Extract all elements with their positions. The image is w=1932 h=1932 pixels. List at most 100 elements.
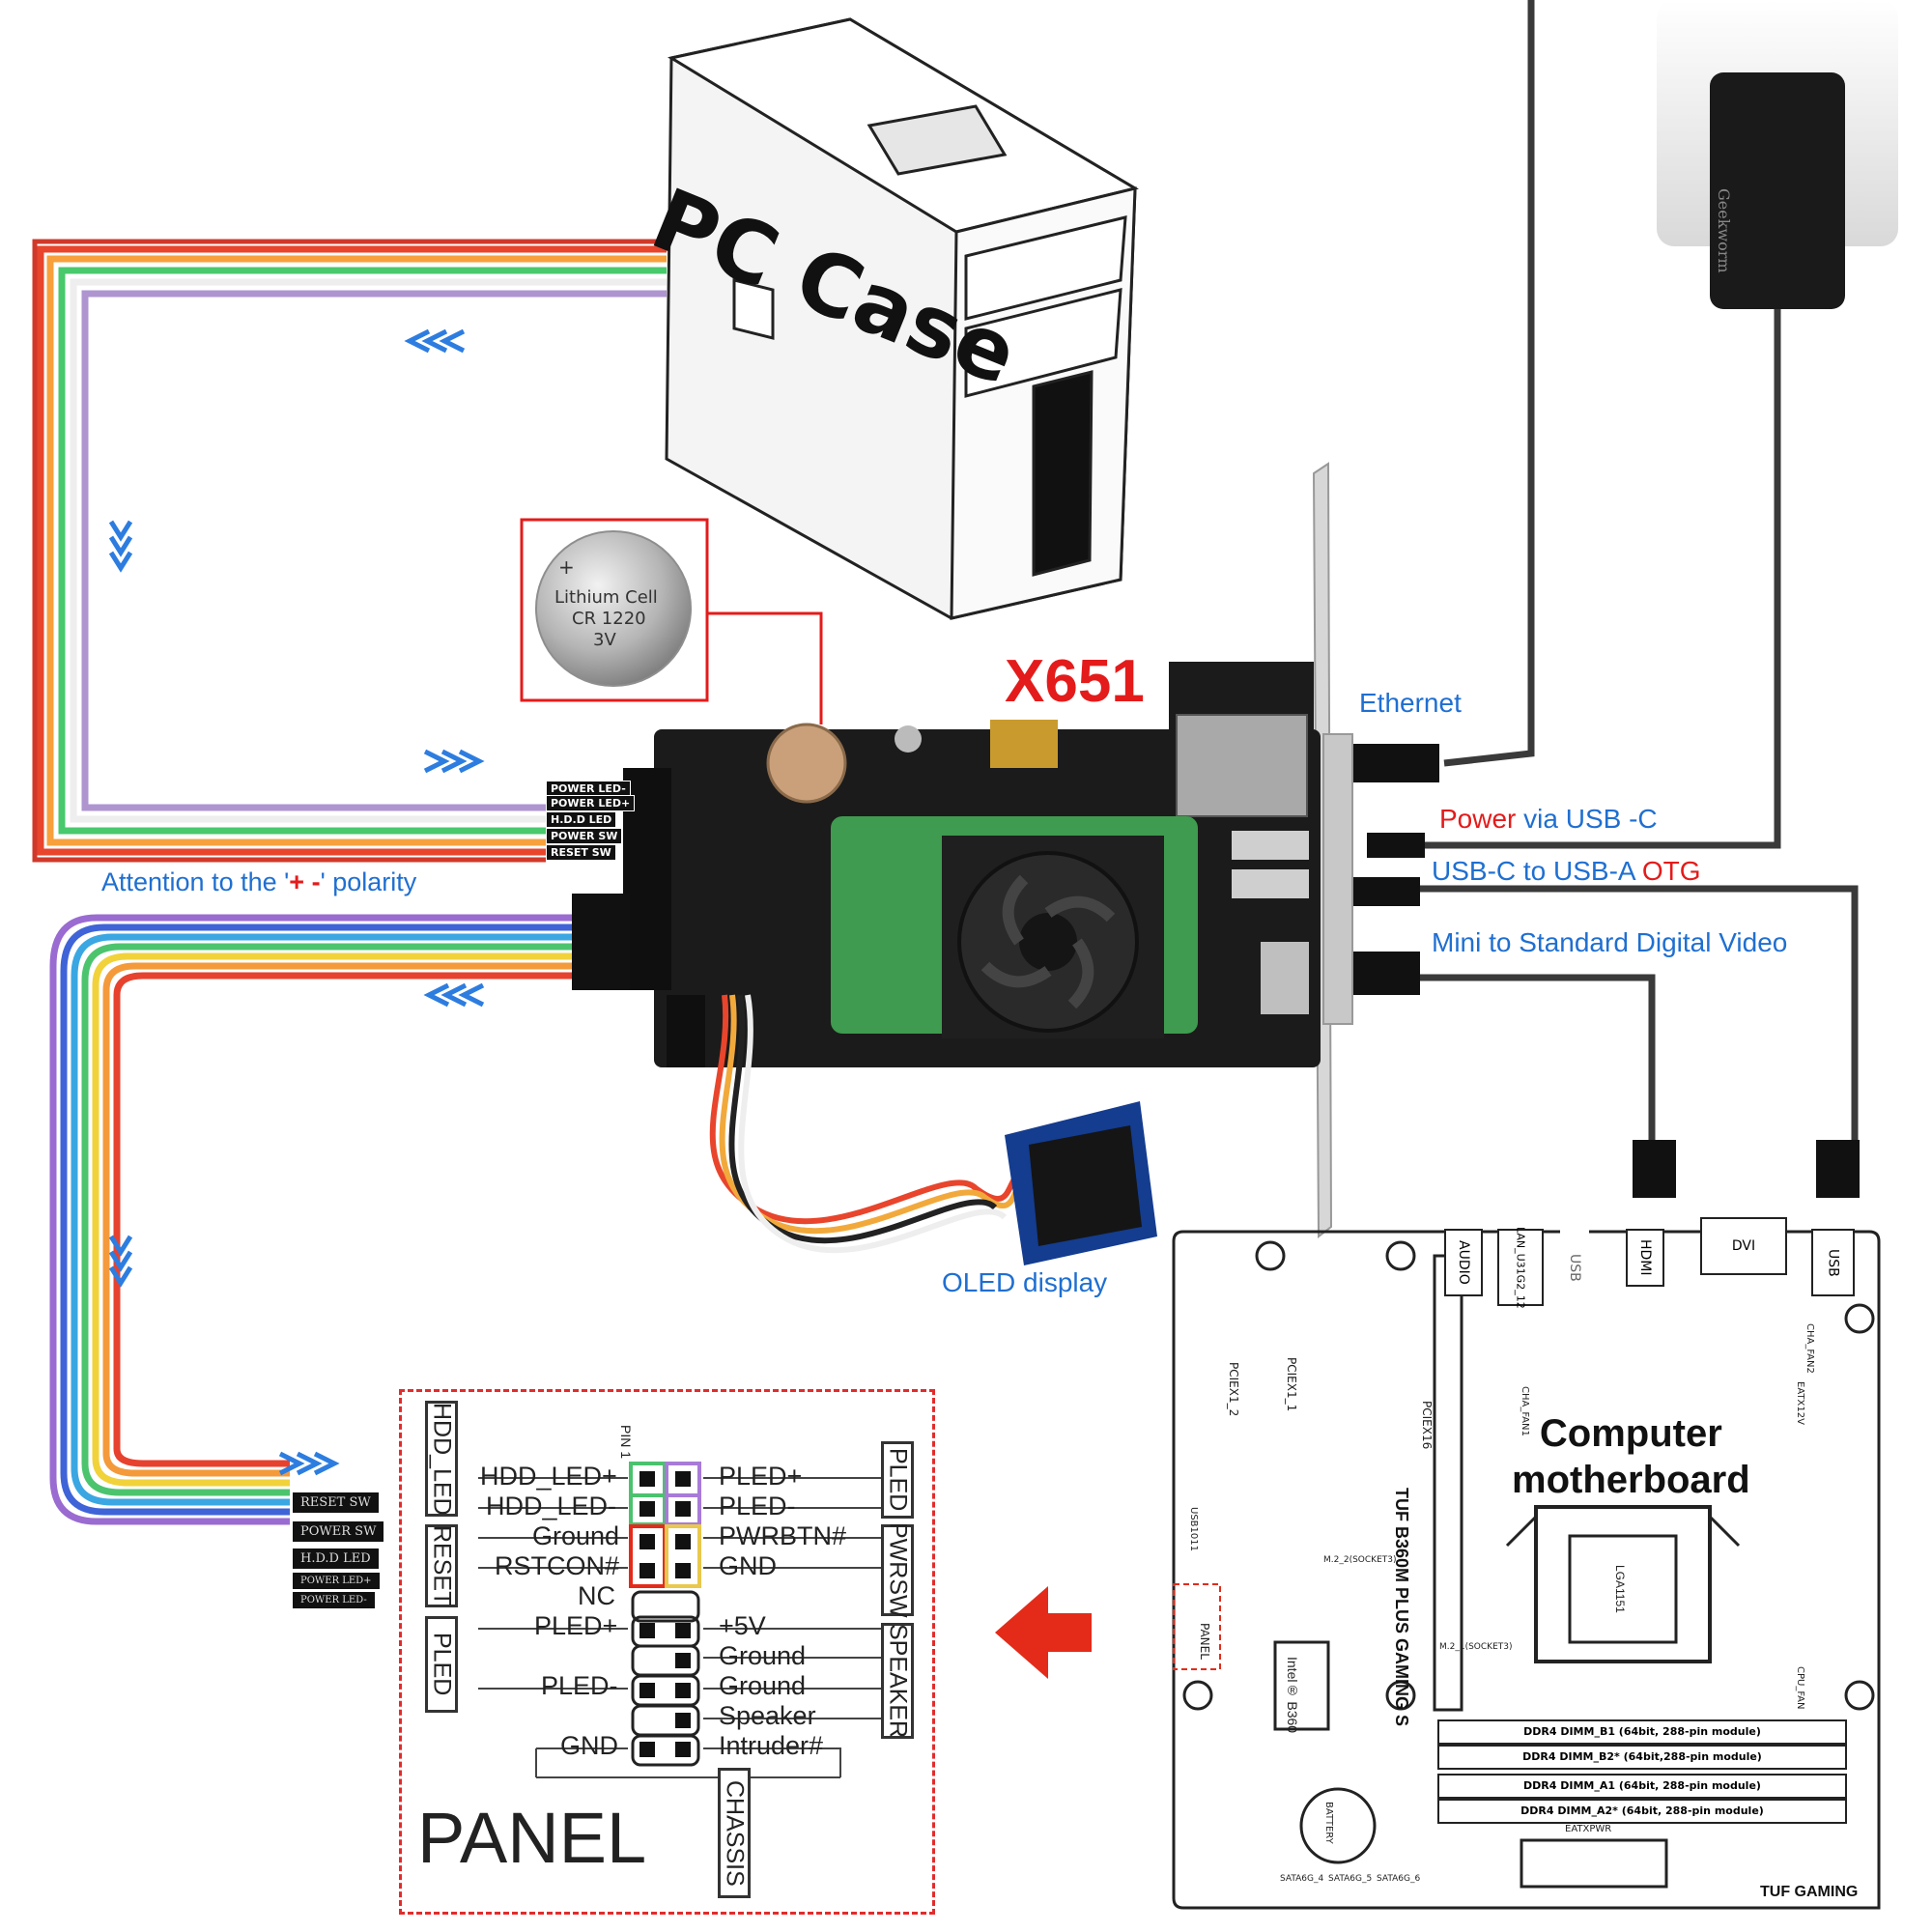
mb-usb1011: USB1011 [1188, 1507, 1199, 1551]
ribbon-cable-bottom [49, 914, 580, 1525]
port-usb-2: USB [1811, 1229, 1855, 1296]
pin-right-1: PLED+ [719, 1462, 803, 1491]
port-dvi: DVI [1700, 1217, 1787, 1275]
mb-eatx12v: EATX12V [1795, 1381, 1805, 1425]
cable-connectors [1348, 744, 1860, 1198]
tag2-power-led-plus: POWER LED+ [293, 1573, 380, 1589]
polarity-mark: + - [289, 867, 321, 896]
polarity-before: Attention to the ' [101, 867, 290, 896]
oled-cable [709, 994, 1032, 1254]
tag-power-led-plus: POWER LED+ [546, 795, 636, 811]
adapter-brand: Geekworm [1715, 188, 1733, 273]
otg-label: USB-C to USB-A OTG [1432, 856, 1701, 887]
otg-main: USB-C to USB-A [1432, 856, 1642, 886]
pin-right-2: PLED- [719, 1492, 796, 1520]
chipset-label: Intel® B360 [1285, 1657, 1300, 1734]
port-hdmi: HDMI [1626, 1229, 1664, 1287]
pin-left-5: NC [578, 1581, 615, 1610]
battery-callout [520, 518, 823, 724]
port-lan: LAN_U31G2_12 [1497, 1227, 1544, 1308]
pin-right-8: Speaker [719, 1701, 816, 1730]
motherboard-brand: TUF GAMING [1760, 1884, 1859, 1900]
tag2-hdd-led: H.D.D LED [293, 1548, 379, 1569]
port-audio: AUDIO [1444, 1229, 1483, 1296]
power-rest: via USB -C [1516, 804, 1658, 834]
direction-arrows-top [108, 328, 485, 774]
panel-title: PANEL [417, 1798, 647, 1878]
group-hdd-led: HDD_LED [425, 1401, 458, 1517]
mb-sata5: SATA6G_5 [1328, 1874, 1373, 1884]
mb-sata4: SATA6G_4 [1280, 1874, 1324, 1884]
tag2-power-led-minus: POWER LED- [293, 1592, 375, 1608]
mb-title-line1: Computer [1539, 1412, 1722, 1455]
pc-case-illustration [665, 17, 1139, 620]
mb-m2-1: M.2_1(SOCKET3) [1439, 1642, 1513, 1652]
pin-right-9: Intruder# [719, 1731, 824, 1760]
port-usb-1: USB [1560, 1229, 1589, 1306]
power-usbc-label: Power via USB -C [1439, 804, 1658, 835]
pin-left-8: GND [560, 1731, 618, 1760]
dimm-b2: DDR4 DIMM_B2* (64bit,288-pin module) [1437, 1745, 1847, 1770]
group-pled-right: PLED [881, 1441, 914, 1519]
mounting-holes [1182, 1240, 1875, 1711]
battery-plus: + [558, 555, 575, 579]
battery-line3: 3V [593, 630, 616, 650]
mb-cha-fan2: CHA_FAN2 [1804, 1323, 1815, 1374]
power-adapter-illustration [1657, 0, 1898, 309]
mb-pciex1-1: PCIEX1_1 [1285, 1357, 1298, 1412]
tag2-power-sw: POWER SW [293, 1521, 384, 1542]
motherboard-model: TUF B360M PLUS GAMING S [1392, 1488, 1411, 1727]
mb-battery: BATTERY [1323, 1802, 1334, 1844]
mb-cpu-fan: CPU_FAN [1795, 1666, 1805, 1710]
pin-right-6: Ground [719, 1641, 807, 1670]
board-model-label: X651 [1005, 648, 1145, 715]
panel-pin-header [478, 1462, 887, 1778]
mb-title-line2: motherboard [1512, 1459, 1750, 1501]
pin-left-1: HDD_LED+ [480, 1462, 617, 1491]
group-pled-left: PLED [425, 1616, 458, 1713]
socket-label: LGA1151 [1613, 1565, 1627, 1613]
x651-board [623, 662, 1321, 1067]
pin-right-5: +5V [719, 1611, 766, 1640]
group-chassis: CHASSIS [718, 1768, 751, 1898]
direction-arrows-bottom [108, 982, 485, 1476]
battery-line2: CR 1220 [572, 609, 646, 629]
dimm-b1: DDR4 DIMM_B1 (64bit, 288-pin module) [1437, 1719, 1847, 1745]
pin-left-2: HDD_LED- [486, 1492, 617, 1520]
tag2-reset-sw: RESET SW [293, 1492, 379, 1513]
group-pwrsw: PWRSW [881, 1522, 914, 1618]
polarity-note: Attention to the '+ -' polarity [101, 867, 416, 897]
tag-hdd-led: H.D.D LED [546, 811, 617, 828]
pin-right-3: PWRBTN# [719, 1521, 847, 1550]
power-word: Power [1439, 804, 1517, 834]
right-cables [1396, 0, 1859, 1140]
mb-cha-fan1: CHA_FAN1 [1520, 1386, 1530, 1436]
dimm-a2: DDR4 DIMM_A2* (64bit, 288-pin module) [1437, 1799, 1847, 1824]
mb-sata6: SATA6G_6 [1377, 1874, 1421, 1884]
tag-reset-sw: RESET SW [546, 844, 616, 861]
pin-left-6: PLED+ [534, 1611, 618, 1640]
dimm-a1: DDR4 DIMM_A1 (64bit, 288-pin module) [1437, 1774, 1847, 1799]
pin1-label: PIN 1 [618, 1425, 634, 1460]
ethernet-label: Ethernet [1359, 688, 1462, 718]
case-front-panel-cable [32, 239, 667, 863]
group-speaker: SPEAKER [881, 1623, 914, 1739]
panel-pinout-box [399, 1389, 935, 1915]
oled-label: OLED display [942, 1267, 1108, 1297]
pin-right-4: GND [719, 1551, 777, 1580]
red-arrow-icon [995, 1586, 1092, 1679]
pin-left-4: RSTCON# [495, 1551, 620, 1580]
oled-display-module [1005, 1101, 1157, 1265]
pin-left-7: PLED- [541, 1671, 618, 1700]
pin-right-7: Ground [719, 1671, 807, 1700]
otg-word: OTG [1641, 856, 1701, 886]
pin-left-3: Ground [532, 1521, 620, 1550]
mb-m2-2: M.2_2(SOCKET3) [1323, 1555, 1397, 1565]
group-reset: RESET [425, 1524, 458, 1607]
tag-power-sw: POWER SW [546, 828, 623, 844]
mb-pciex1-2: PCIEX1_2 [1227, 1362, 1240, 1417]
mb-pciex16: PCIEX16 [1420, 1401, 1434, 1450]
